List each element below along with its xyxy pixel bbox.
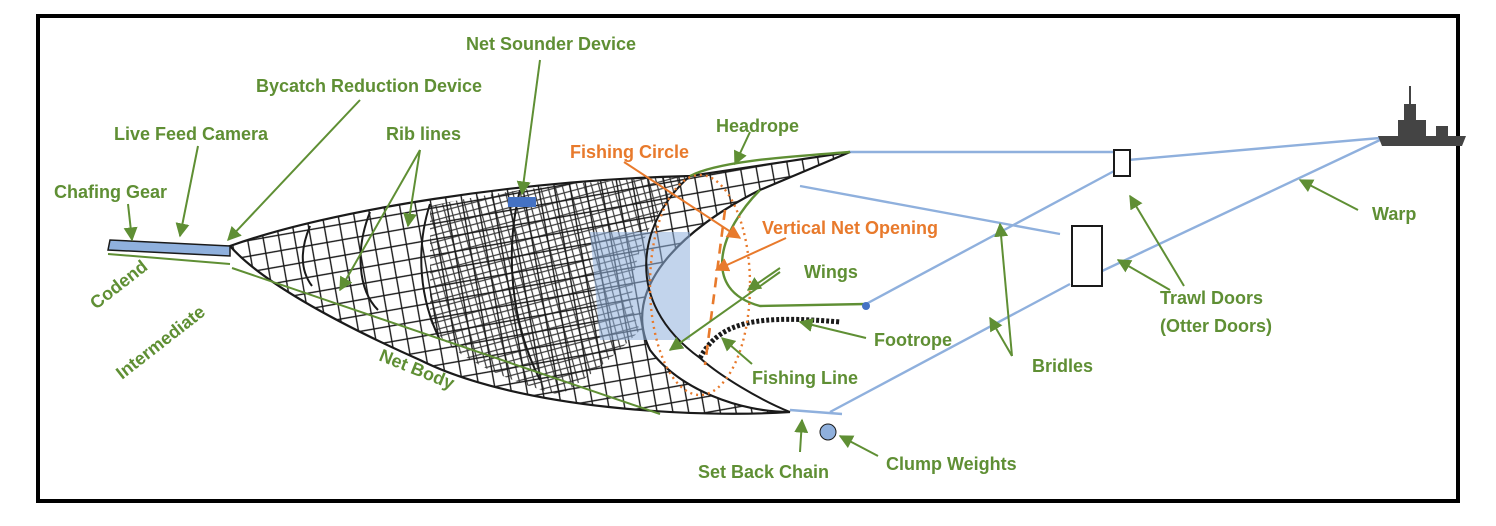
clump-weights-label: Clump Weights (886, 454, 1017, 474)
live-feed-label: Live Feed Camera (114, 124, 269, 144)
headrope-label: Headrope (716, 116, 799, 136)
bridles-label: Bridles (1032, 356, 1093, 376)
rib-lines-label: Rib lines (386, 124, 461, 144)
set-back-chain-line (789, 408, 843, 416)
bridle-upper (865, 168, 1117, 306)
clump-weights (819, 423, 837, 441)
rigging-lines (789, 136, 1381, 416)
trawl-doors-label-1: Trawl Doors (1160, 288, 1263, 308)
set-back-chain-label: Set Back Chain (698, 462, 829, 482)
chafing-gear-label: Chafing Gear (54, 182, 167, 202)
trawl-doors-label-2: (Otter Doors) (1160, 316, 1272, 336)
vertical-net-opening-label: Vertical Net Opening (762, 218, 938, 238)
upper-trawl-door (1113, 149, 1131, 177)
leader-lines (107, 59, 1359, 457)
net-sounder-device (508, 197, 536, 207)
bycatch-label: Bycatch Reduction Device (256, 76, 482, 96)
bridle-mid (799, 184, 1061, 236)
intermediate-label: Intermediate (112, 301, 209, 383)
bridle-lower (829, 282, 1071, 414)
gear (819, 86, 1466, 441)
fishing-line-label: Fishing Line (752, 368, 858, 388)
fishing-circle-label: Fishing Circle (570, 142, 689, 162)
warp-upper (1127, 136, 1381, 162)
warp-label: Warp (1372, 204, 1416, 224)
net-sounder-label: Net Sounder Device (466, 34, 636, 54)
lower-trawl-door (1071, 225, 1103, 287)
ship (1378, 86, 1466, 146)
wings-label: Wings (804, 262, 858, 282)
vertical-net-opening-line (703, 209, 727, 366)
trawl-net (107, 150, 867, 415)
footrope-label: Footrope (874, 330, 952, 350)
codend-label: Codend (86, 256, 151, 313)
warp-lower (1099, 138, 1381, 274)
